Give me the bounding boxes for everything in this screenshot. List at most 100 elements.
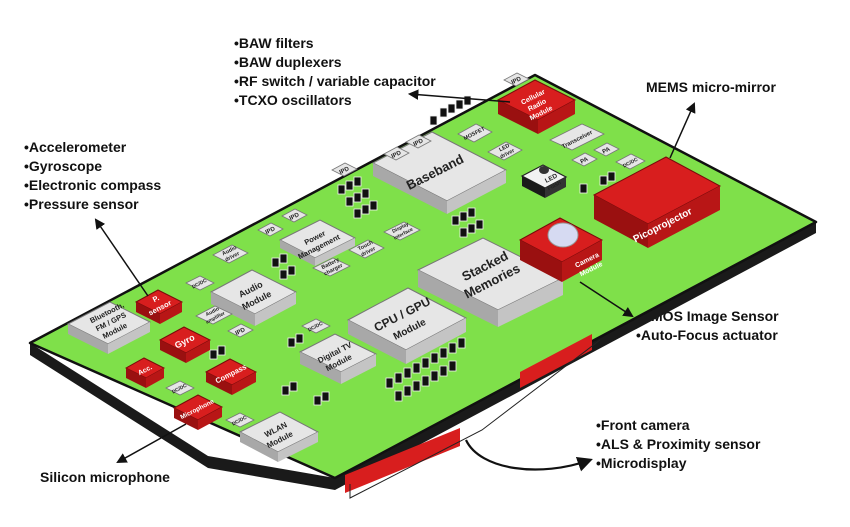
chip-side bbox=[545, 177, 566, 198]
front-item: •ALS & Proximity sensor bbox=[596, 436, 761, 452]
passive-array bbox=[337, 176, 378, 219]
pa-label: PA bbox=[602, 146, 612, 155]
chip-side bbox=[373, 163, 447, 214]
dcdc-chip: DC/DC bbox=[225, 412, 255, 428]
bt-module-chip: Bluetooth, FM / GPS Module bbox=[66, 300, 152, 354]
chip-top bbox=[281, 208, 308, 223]
chip-side bbox=[160, 340, 186, 363]
cpu-gpu-chip: CPU / GPU Module bbox=[346, 287, 468, 364]
chip-top bbox=[405, 134, 432, 149]
rf-item: •RF switch / variable capacitor bbox=[234, 73, 436, 89]
mosfet-chip: MOSFET bbox=[457, 123, 493, 143]
chip-top bbox=[615, 153, 646, 170]
wlan-chip: WLAN Module bbox=[238, 411, 320, 462]
chip-side bbox=[126, 368, 146, 388]
chip-side bbox=[520, 240, 562, 282]
passive-array bbox=[429, 95, 472, 126]
chip-side bbox=[341, 354, 376, 384]
passive-array bbox=[385, 337, 466, 402]
chip-side bbox=[348, 320, 406, 364]
connector-bracket bbox=[349, 339, 601, 499]
dcdc-chip: DC/DC bbox=[165, 380, 195, 396]
ipd-chip: IPD bbox=[257, 222, 284, 237]
flip-arrow bbox=[465, 439, 593, 472]
ipd-label: IPD bbox=[339, 166, 351, 176]
camera-lens bbox=[547, 222, 579, 248]
chip-side bbox=[136, 302, 160, 324]
chip-top bbox=[383, 221, 421, 241]
chip-top bbox=[195, 305, 233, 325]
ipd-chip: IPD bbox=[331, 162, 358, 177]
ipd-chip: IPD bbox=[503, 72, 530, 87]
cellular-radio-chip: Cellular Radio Module bbox=[496, 79, 577, 134]
chip-top bbox=[227, 323, 254, 338]
sensor-item: •Electronic compass bbox=[24, 177, 162, 193]
chip-side bbox=[498, 100, 538, 134]
ipd-chip: IPD bbox=[383, 146, 410, 161]
chip-side bbox=[232, 372, 256, 395]
digital-tv-chip: Digital TV Module bbox=[298, 333, 378, 384]
chip-top bbox=[503, 72, 530, 87]
dcdc-chip: DC/DC bbox=[185, 275, 215, 291]
microphone-chip: Microphone bbox=[172, 394, 224, 430]
chip-top bbox=[549, 123, 605, 151]
rf-callout: •BAW filters •BAW duplexers •RF switch /… bbox=[234, 34, 436, 110]
chip-top bbox=[301, 318, 331, 334]
chip-side bbox=[146, 368, 164, 388]
chip-top bbox=[212, 244, 249, 264]
chip-top bbox=[165, 380, 195, 396]
camera-module-chip: Camera Module bbox=[518, 217, 604, 282]
chip-side bbox=[68, 324, 108, 354]
chip-side bbox=[186, 340, 210, 363]
picoprojector-chip: Picoprojector bbox=[592, 156, 722, 248]
rf-item: •TCXO oscillators bbox=[234, 92, 352, 108]
chip-side bbox=[300, 352, 341, 384]
chip-top bbox=[593, 142, 620, 157]
ipd-label: IPD bbox=[391, 150, 403, 160]
chip-side bbox=[206, 372, 232, 395]
mic-label: Silicon microphone bbox=[40, 469, 170, 485]
audio-amplifier-label: Audio bbox=[205, 306, 220, 318]
rf-arrow bbox=[407, 89, 511, 103]
ipd-label: IPD bbox=[413, 138, 425, 148]
ipd-chip: IPD bbox=[281, 208, 308, 223]
front-item: •Microdisplay bbox=[596, 455, 687, 471]
connector bbox=[345, 428, 460, 493]
chip-top bbox=[312, 257, 351, 277]
chip-side bbox=[108, 322, 150, 354]
pa-label: PA bbox=[580, 156, 590, 165]
pa-chip: PA bbox=[571, 152, 598, 167]
sensors-arrow bbox=[94, 218, 149, 297]
chip-side bbox=[406, 318, 466, 364]
chip-side bbox=[648, 186, 720, 248]
camera-callout: •CMOS Image Sensor •Auto-Focus actuator bbox=[636, 307, 779, 345]
front-callout: •Front camera •ALS & Proximity sensor •M… bbox=[596, 416, 760, 473]
chip-side bbox=[174, 408, 198, 430]
passive-array bbox=[451, 207, 484, 238]
mems-callout: MEMS micro-mirror bbox=[646, 78, 776, 97]
chip-top bbox=[185, 275, 215, 291]
dcdc-chip: DC/DC bbox=[615, 153, 646, 170]
chip-side bbox=[211, 292, 255, 326]
chip-side bbox=[447, 170, 506, 214]
rf-item: •BAW filters bbox=[234, 35, 314, 51]
ipd-label: IPD bbox=[289, 212, 301, 222]
chip-top bbox=[257, 222, 284, 237]
camera-arrow bbox=[579, 281, 634, 318]
board-connectors bbox=[345, 334, 592, 493]
chip-side bbox=[594, 195, 648, 248]
chip-side bbox=[498, 278, 563, 327]
gyro-chip: Gyro bbox=[158, 326, 212, 363]
dcdc-chip: DC/DC bbox=[301, 318, 331, 334]
chip-top bbox=[571, 152, 598, 167]
ipd-chip: IPD bbox=[405, 134, 432, 149]
chip-side bbox=[522, 176, 545, 198]
power-management-chip: Power Management bbox=[278, 219, 357, 266]
passive-components bbox=[209, 95, 616, 406]
sensor-item: •Pressure sensor bbox=[24, 196, 139, 212]
battery-charger-chip: Battery charger bbox=[312, 257, 351, 277]
chip-side bbox=[562, 240, 602, 282]
camera-item: •Auto-Focus actuator bbox=[636, 327, 778, 343]
sensor-item: •Accelerometer bbox=[24, 139, 127, 155]
